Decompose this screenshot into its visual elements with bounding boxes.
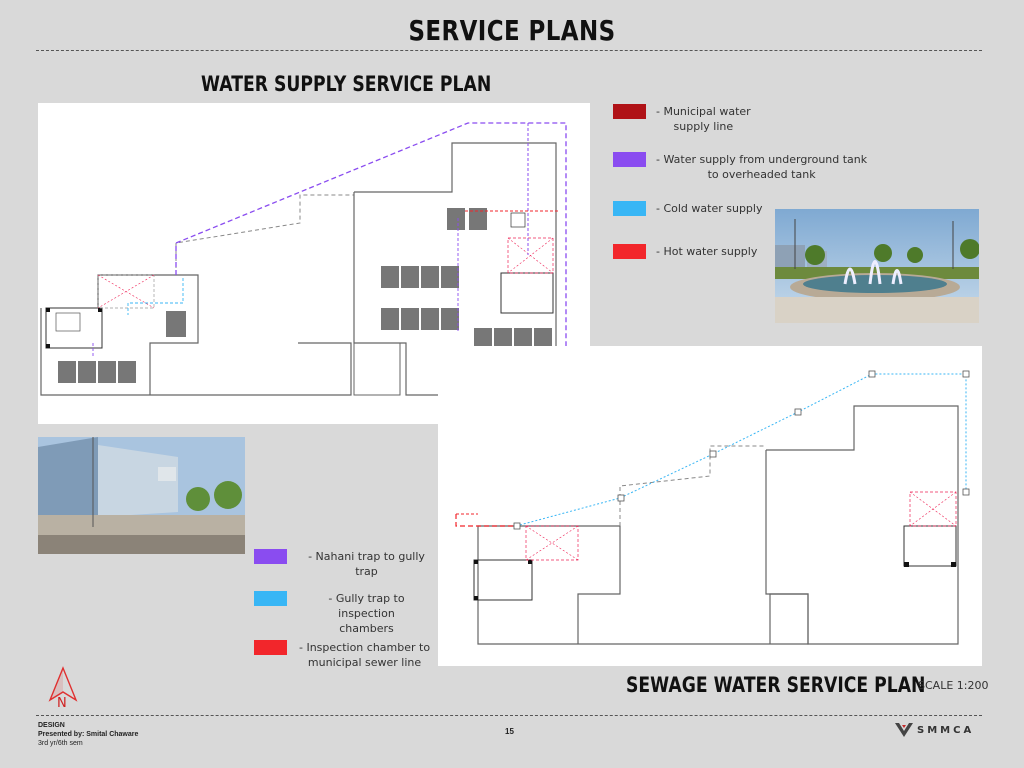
legend-label: - Inspection chamber to — [299, 641, 431, 654]
water-legend-item: - Hot water supply — [613, 244, 757, 259]
north-arrow-icon — [46, 666, 80, 706]
north-label: N — [57, 696, 67, 711]
sewage-legend-item: - Inspection chamber to municipal sewer … — [254, 640, 430, 670]
water-legend-item: - Cold water supply — [613, 201, 762, 216]
fountain-render-image — [775, 209, 979, 323]
footer-semester: 3rd yr/6th sem — [38, 740, 83, 747]
sewage-plan-heading: SEWAGE WATER SERVICE PLAN — [626, 673, 926, 697]
logo-text: SMMCA — [917, 724, 975, 736]
water-legend-item: - Water supply from underground tank to … — [613, 152, 867, 182]
footer-course: DESIGN — [38, 722, 65, 729]
footer-info: DESIGN Presented by: Smital Chaware 3rd … — [38, 721, 138, 748]
legend-swatch — [254, 591, 287, 606]
sewage-legend-item: - Nahani trap to gully trap — [254, 549, 434, 579]
legend-swatch — [254, 549, 287, 564]
legend-label: - Cold water supply — [656, 202, 763, 215]
legend-label: - Nahani trap to gully trap — [308, 550, 425, 578]
scale-label: SCALE 1:200 — [918, 679, 989, 692]
water-legend-item: - Municipal water supply line — [613, 104, 751, 134]
page-title: SERVICE PLANS — [408, 14, 616, 47]
legend-label-cont: municipal sewer line — [307, 656, 422, 669]
logo-mark-icon — [895, 723, 913, 737]
street-render-image — [38, 437, 245, 554]
sewage-legend-item: - Gully trap to inspection chambers — [254, 591, 434, 636]
title-divider — [36, 50, 982, 51]
legend-swatch — [613, 104, 646, 119]
footer-presenter: Presented by: Smital Chaware — [38, 731, 139, 738]
college-logo: SMMCA — [894, 720, 986, 740]
sewage-plan-panel — [438, 346, 982, 666]
legend-label: - Hot water supply — [656, 245, 758, 258]
legend-swatch — [254, 640, 287, 655]
legend-label-cont: to overheaded tank — [707, 168, 816, 181]
legend-swatch — [613, 201, 646, 216]
water-plan-heading: WATER SUPPLY SERVICE PLAN — [201, 72, 492, 96]
water-plan-panel — [38, 103, 590, 424]
legend-label: - Water supply from underground tank — [656, 153, 868, 166]
legend-label-cont: supply line — [673, 120, 734, 133]
sewage-plan-drawing — [455, 370, 970, 645]
page-number: 15 — [505, 727, 514, 736]
legend-swatch — [613, 244, 646, 259]
water-plan-drawing — [40, 122, 584, 405]
legend-label: - Gully trap to inspection — [328, 592, 405, 620]
legend-label: - Municipal water — [656, 105, 751, 118]
legend-label-cont: chambers — [339, 622, 394, 635]
footer-divider — [36, 715, 982, 716]
legend-swatch — [613, 152, 646, 167]
